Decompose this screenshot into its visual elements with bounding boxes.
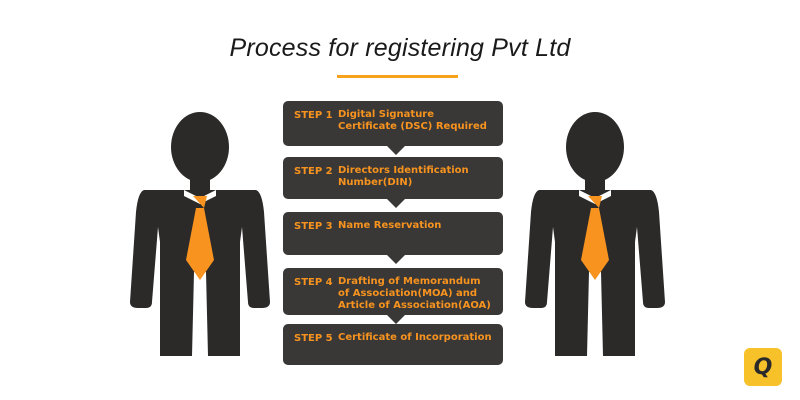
- logo-letter: Q: [753, 354, 773, 380]
- step-box-4: STEP 4 Drafting of Memorandum of Associa…: [283, 268, 503, 324]
- step-label: STEP 1: [294, 110, 333, 121]
- step-text: Certificate of Incorporation: [338, 332, 492, 343]
- step-text: Directors Identification Number(DIN): [338, 165, 469, 188]
- q-logo-icon: Q: [744, 348, 782, 386]
- step-label: STEP 4: [294, 277, 333, 288]
- step-label: STEP 5: [294, 333, 333, 344]
- title-underline: [337, 75, 458, 78]
- businessman-left-icon: [130, 112, 270, 356]
- step-box-5: STEP 5 Certificate of Incorporation: [283, 324, 503, 365]
- step-box-1: STEP 1 Digital Signature Certificate (DS…: [283, 101, 503, 155]
- step-label: STEP 2: [294, 166, 333, 177]
- step-text: Digital Signature Certificate (DSC) Requ…: [338, 109, 487, 132]
- businessman-right-icon: [525, 112, 665, 356]
- step-box-2: STEP 2 Directors Identification Number(D…: [283, 157, 503, 208]
- step-label: STEP 3: [294, 221, 333, 232]
- diagram-title: Process for registering Pvt Ltd: [229, 34, 571, 62]
- step-text: Name Reservation: [338, 220, 442, 231]
- step-box-3: STEP 3 Name Reservation: [283, 212, 503, 264]
- step-text: Drafting of Memorandum of Association(MO…: [338, 276, 491, 311]
